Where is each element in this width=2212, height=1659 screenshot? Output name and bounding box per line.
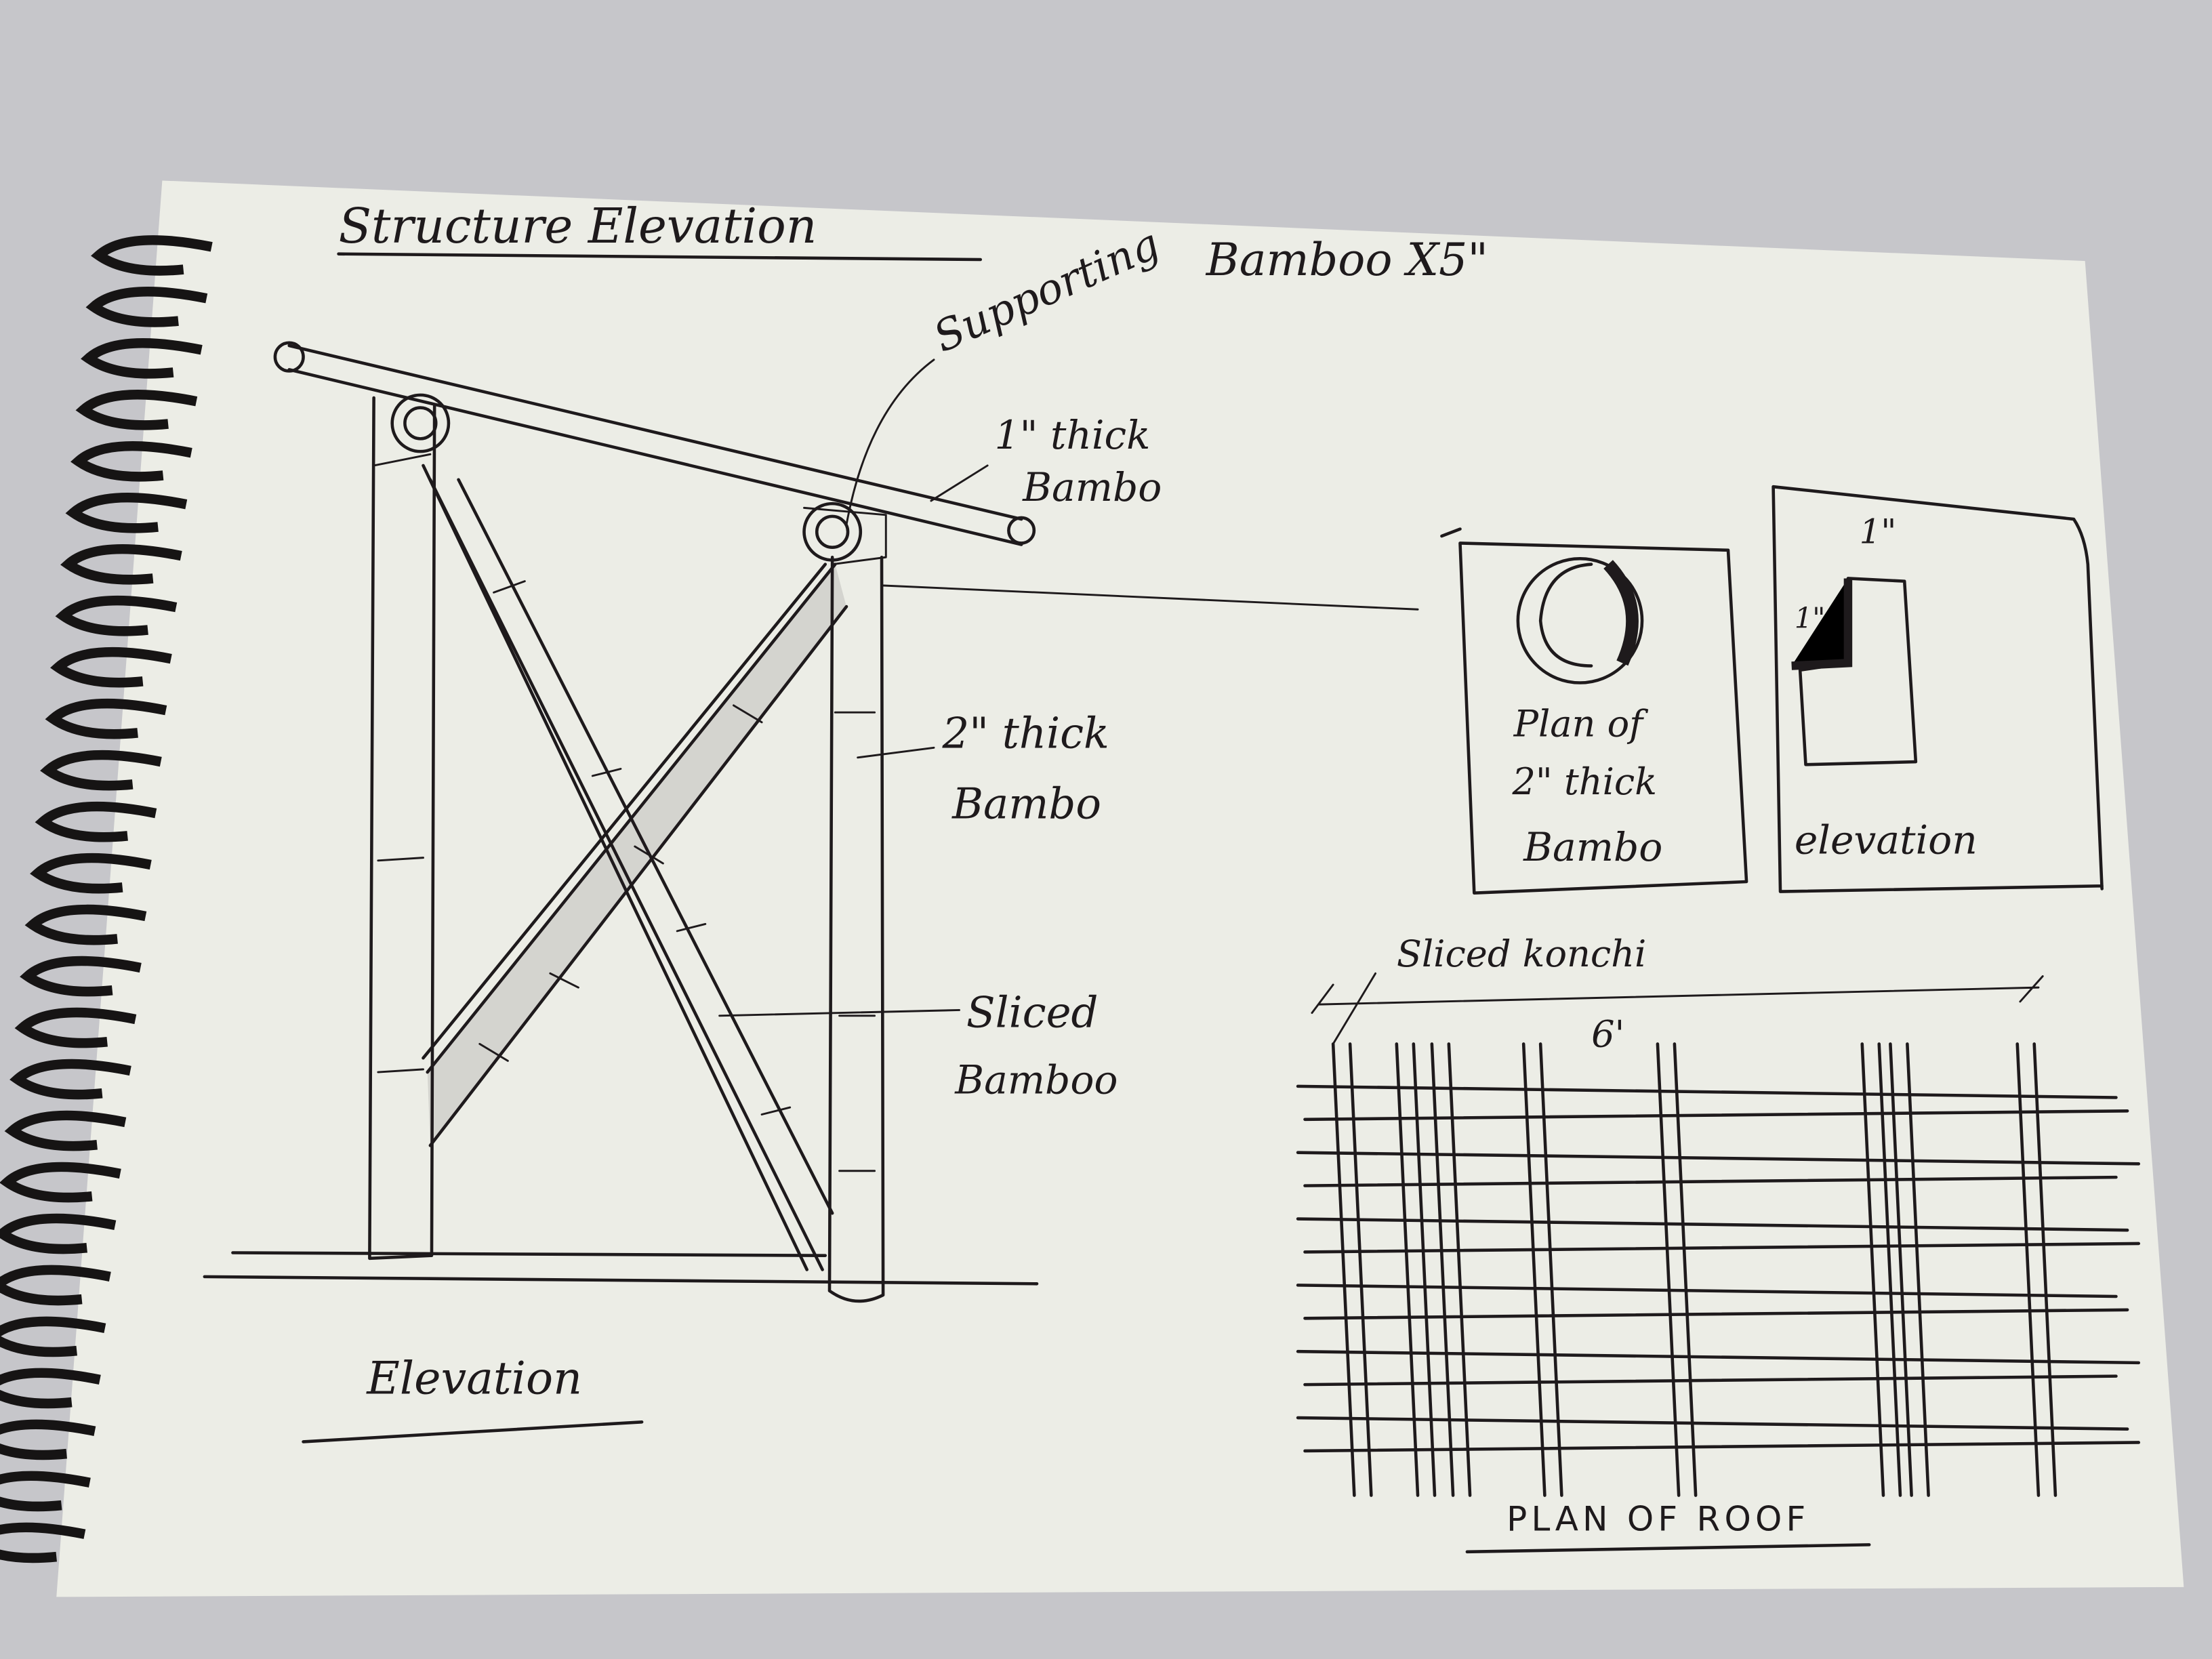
spiral-ring: [0, 1368, 101, 1409]
spiral-ring: [85, 287, 208, 327]
thick-bamboo-label: 2" thick: [942, 708, 1109, 758]
detail-caption: elevation: [1795, 817, 1978, 863]
roof-member: [1296, 1416, 2129, 1431]
sliced-bamboo-brace: [422, 464, 834, 1271]
spiral-ring: [0, 1265, 111, 1306]
supporting-beam: [273, 341, 1036, 546]
spiral-ring: [75, 389, 198, 430]
thick-bamboo-label-2: Bambo: [951, 779, 1101, 828]
spiral-ring: [9, 1059, 131, 1100]
thin-bamboo-label-2: Bambo: [1022, 464, 1162, 510]
title: Structure Elevation: [339, 198, 817, 254]
roof-member: [1331, 1042, 1373, 1497]
roof-member: [2015, 1042, 2057, 1497]
thick-bamboo-leader: [857, 746, 935, 759]
left-post: [368, 393, 451, 1261]
elevation-caption: Elevation: [365, 1352, 582, 1405]
spiral-ring: [91, 235, 213, 276]
roof-member: [1296, 1284, 2118, 1298]
spiral-ring: [14, 1007, 137, 1048]
thin-bamboo-leader: [930, 464, 989, 502]
notebook-page: [56, 180, 2184, 1597]
spiral-ring: [60, 544, 182, 585]
roof-member: [1860, 1042, 1902, 1497]
roof-member: [1521, 1042, 1563, 1497]
roof-member: [1303, 1374, 2118, 1387]
spiral-ring: [81, 338, 203, 379]
roof-member: [1889, 1042, 1930, 1497]
spiral-ring: [35, 801, 157, 842]
roof-member: [1395, 1042, 1437, 1497]
spiral-ring: [0, 1316, 106, 1357]
plan-label-2: 2" thick: [1512, 760, 1658, 803]
dim-side: 1": [1795, 601, 1826, 634]
sliced-leader: [718, 1008, 960, 1017]
dimension-line: [1311, 972, 2044, 1045]
spiral-ring: [0, 1471, 91, 1512]
dimension-label: 6': [1591, 1013, 1624, 1056]
roof-caption: PLAN OF ROOF: [1507, 1500, 1809, 1539]
supporting-leader: [845, 359, 935, 526]
reference-line: [880, 584, 1419, 611]
sliced-label-2: Bamboo: [954, 1057, 1118, 1103]
roof-member: [1303, 1441, 2141, 1453]
spiral-ring: [50, 647, 172, 688]
ground-line: [203, 1251, 1039, 1286]
plan-label-1: Plan of: [1513, 703, 1650, 745]
roof-member: [1430, 1042, 1472, 1497]
roof-caption-underline: [1465, 1543, 1871, 1554]
spiral-ring: [0, 1162, 121, 1203]
spiral-ring: [65, 492, 188, 533]
roof-plan: Sliced konchi 6' PLAN OF ROOF: [1296, 933, 2141, 1554]
supporting-label-size: Bamboo X5": [1205, 233, 1488, 286]
thick-bamboo-brace: [422, 562, 848, 1147]
spiral-ring: [45, 698, 167, 739]
plan-detail-box: Plan of 2" thick Bambo: [1440, 527, 1748, 895]
spiral-binding: [0, 235, 213, 1563]
right-post: [802, 501, 887, 1303]
roof-member: [1303, 1308, 2129, 1320]
joint-elevation-box: 1" 1" elevation: [1771, 485, 2104, 893]
spiral-ring: [70, 441, 192, 482]
spiral-ring: [0, 1419, 96, 1460]
spiral-ring: [40, 750, 162, 791]
thin-bamboo-label: 1" thick: [995, 412, 1151, 458]
spiral-ring: [0, 1522, 86, 1563]
title-underline: [337, 252, 983, 262]
plan-label-3: Bambo: [1523, 824, 1662, 870]
roof-member: [1303, 1242, 2141, 1254]
sliced-label: Sliced: [966, 987, 1099, 1037]
spiral-ring: [20, 956, 142, 997]
roof-member: [1656, 1042, 1698, 1497]
spiral-ring: [4, 1110, 127, 1151]
dim-top: 1": [1860, 512, 1897, 551]
spiral-ring: [55, 595, 178, 636]
spiral-ring: [24, 904, 147, 945]
elevation-underline: [302, 1420, 644, 1443]
konchi-label: Sliced konchi: [1397, 933, 1647, 975]
roof-member: [1296, 1217, 2129, 1232]
roof-member: [1296, 1349, 2141, 1365]
roof-member: [1303, 1109, 2129, 1122]
roof-member: [1303, 1175, 2118, 1187]
spiral-ring: [0, 1213, 117, 1254]
spiral-ring: [30, 853, 152, 894]
